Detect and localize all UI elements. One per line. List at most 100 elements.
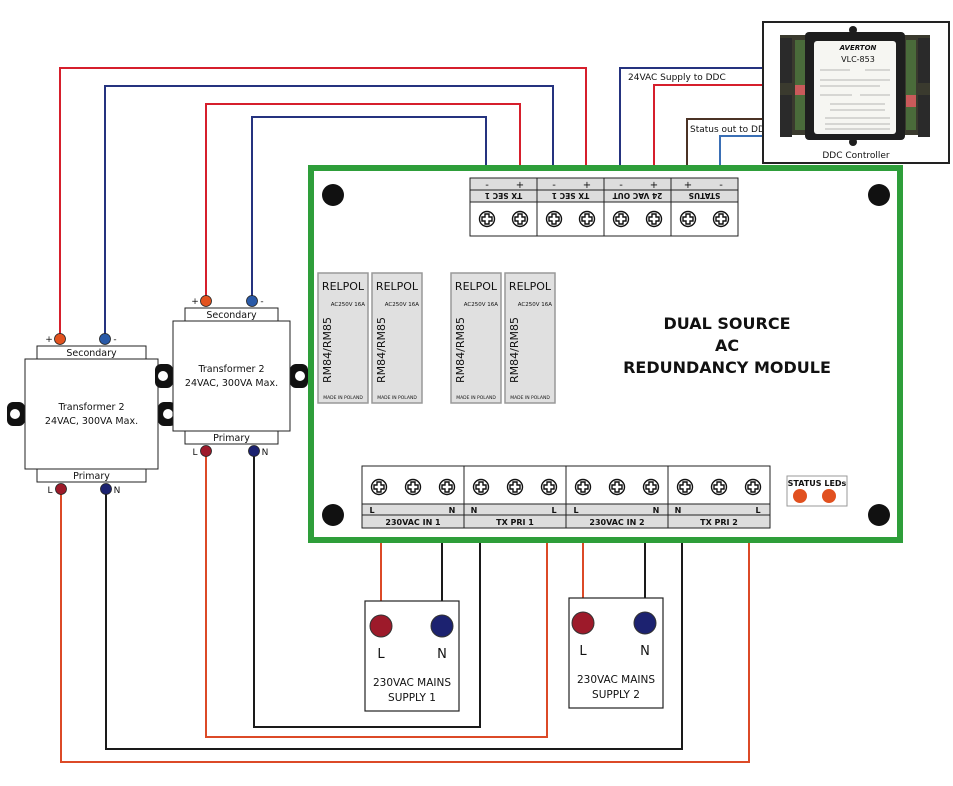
terminal-screw[interactable] [438, 478, 456, 496]
primary-L-terminal[interactable] [55, 483, 67, 495]
L-label: L [579, 644, 587, 659]
terminal-screw[interactable] [676, 478, 694, 496]
terminal-group-label: 230VAC IN 1 [385, 518, 441, 527]
wire-txpri1-L [205, 452, 548, 738]
relay-model: RM84/RM85 [375, 317, 388, 383]
wire-status-plus [686, 118, 763, 178]
relay-rating: AC250V 16A [518, 302, 553, 308]
pin-label: N [675, 506, 682, 515]
relay-model: RM84/RM85 [508, 317, 521, 383]
pin-label: + [583, 180, 591, 191]
wire-txb-sec-plus [205, 103, 521, 298]
relay-brand: RELPOL [455, 280, 498, 293]
primary-label: Primary [213, 433, 250, 444]
top-terminal-group: +-STATUS [670, 177, 739, 237]
primary-L-terminal[interactable] [200, 445, 212, 457]
terminal-screw[interactable] [545, 210, 563, 228]
terminal-screw[interactable] [712, 210, 730, 228]
mains-label-line-2: SUPPLY 2 [592, 689, 640, 701]
pin-label: N [471, 506, 478, 515]
module-title-line-2: AC [715, 336, 739, 355]
mains-N-terminal[interactable] [633, 611, 657, 635]
mains-L-terminal[interactable] [571, 611, 595, 635]
terminal-group-label: TX SEC 1 [485, 191, 522, 200]
wire-txpri2-L [60, 492, 750, 763]
mains-label-line-1: 230VAC MAINS [373, 677, 451, 689]
primary-N-terminal[interactable] [100, 483, 112, 495]
N-label: N [114, 486, 121, 496]
top-terminal-group: -+24 VAC OUT [603, 177, 672, 237]
plus-label: + [45, 335, 53, 345]
terminal-screw[interactable] [710, 478, 728, 496]
terminal-screw[interactable] [370, 478, 388, 496]
secondary-plus-terminal[interactable] [200, 295, 212, 307]
mounting-hole [868, 184, 890, 206]
top-terminal-block: -+TX SEC 1-+TX SEC 1-+24 VAC OUT+-STATUS [469, 177, 739, 237]
terminal-screw[interactable] [645, 210, 663, 228]
pin-label: N [653, 506, 660, 515]
terminal-screw[interactable] [540, 478, 558, 496]
wire-txpri1-N [253, 452, 481, 728]
relay-model: RM84/RM85 [321, 317, 334, 383]
terminal-group-label: TX PRI 1 [496, 518, 534, 527]
mounting-hole [322, 504, 344, 526]
terminal-screw[interactable] [404, 478, 422, 496]
relay-rating: AC250V 16A [464, 302, 499, 308]
terminal-screw[interactable] [511, 210, 529, 228]
module-title-line-1: DUAL SOURCE [663, 314, 790, 333]
terminal-screw[interactable] [578, 210, 596, 228]
terminal-screw[interactable] [506, 478, 524, 496]
secondary-minus-terminal[interactable] [99, 333, 111, 345]
relay-brand: RELPOL [509, 280, 552, 293]
pin-label: - [552, 180, 556, 191]
secondary-minus-terminal[interactable] [246, 295, 258, 307]
L-label: L [47, 486, 52, 496]
terminal-group-label: TX PRI 2 [700, 518, 738, 527]
mains-N-terminal[interactable] [430, 614, 454, 638]
L-label: L [377, 647, 385, 662]
module-title-line-3: REDUNDANCY MODULE [623, 358, 831, 377]
terminal-group-label: STATUS [689, 191, 721, 200]
primary-N-terminal[interactable] [248, 445, 260, 457]
top-terminal-group: -+TX SEC 1 [469, 177, 538, 237]
pin-label: - [619, 180, 623, 191]
mains-L-terminal[interactable] [369, 614, 393, 638]
terminal-screw[interactable] [642, 478, 660, 496]
mounting-tab-hole [158, 371, 168, 381]
wire-txpri2-N [105, 492, 683, 750]
wire-24vac-minus [619, 67, 763, 178]
terminal-screw[interactable] [608, 478, 626, 496]
transformer-name: Transformer 2 [197, 364, 264, 375]
N-label: N [262, 448, 269, 458]
ddc-caption: DDC Controller [822, 151, 890, 161]
ddc-model: VLC-853 [841, 55, 875, 64]
terminal-screw[interactable] [478, 210, 496, 228]
ddc-brand: AVERTON [839, 44, 877, 52]
terminal-screw[interactable] [744, 478, 762, 496]
terminal-group-label: 230VAC IN 2 [589, 518, 644, 527]
terminal-screw[interactable] [612, 210, 630, 228]
terminal-screw[interactable] [574, 478, 592, 496]
relay-brand: RELPOL [322, 280, 365, 293]
relay-brand: RELPOL [376, 280, 419, 293]
secondary-label: Secondary [206, 310, 257, 321]
terminal-screw[interactable] [472, 478, 490, 496]
terminal-screw[interactable] [679, 210, 697, 228]
ddc-label-plate [814, 41, 896, 134]
N-label: N [437, 647, 447, 662]
secondary-plus-terminal[interactable] [54, 333, 66, 345]
mains-label-line-1: 230VAC MAINS [577, 674, 655, 686]
status-led-2 [822, 489, 836, 503]
